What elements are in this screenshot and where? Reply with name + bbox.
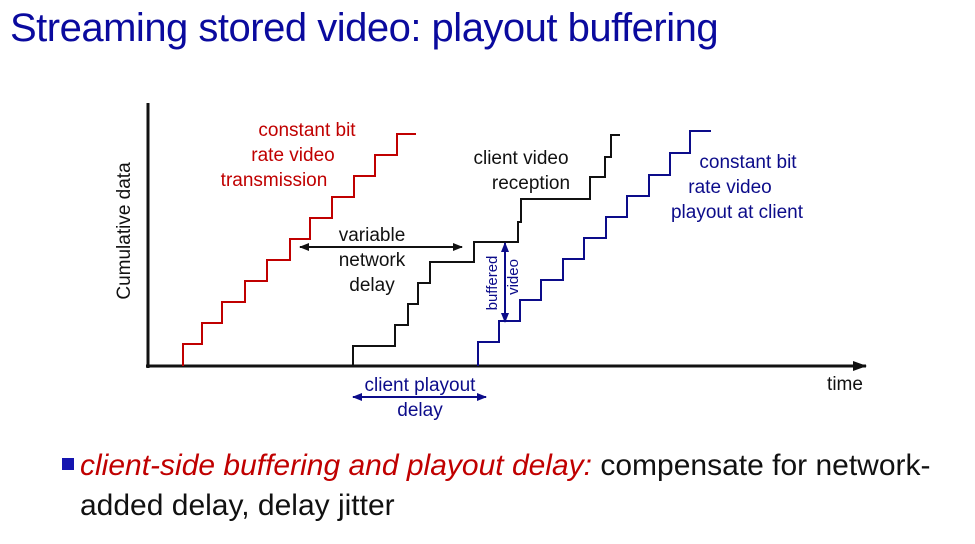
bullet-point: client-side buffering and playout delay:… — [60, 446, 960, 526]
playout-label-line-3: playout at client — [671, 202, 804, 223]
playout-label-line-2: rate video — [688, 177, 771, 198]
bullet-text: client-side buffering and playout delay:… — [80, 446, 960, 526]
buffered-label-line-1: buffered — [484, 256, 501, 311]
playout-delay-label-line-2: delay — [397, 400, 443, 421]
playout-label-line-1: constant bit — [699, 152, 797, 173]
playout-staircase — [477, 130, 711, 366]
bullet-body: compensate for network-added delay, dela… — [80, 449, 931, 522]
transmission-label-line-1: constant bit — [258, 120, 356, 141]
reception-staircase — [352, 134, 620, 366]
network-delay-label-line-1: variable — [339, 225, 406, 246]
transmission-label-line-2: rate video — [251, 145, 334, 166]
x-axis-label: time — [827, 374, 863, 395]
transmission-label-line-3: transmission — [221, 170, 328, 191]
y-axis-label: Cumulative data — [114, 162, 135, 300]
square-bullet-icon — [62, 458, 74, 470]
network-delay-label-line-3: delay — [349, 275, 395, 296]
slide-title: Streaming stored video: playout bufferin… — [10, 6, 719, 50]
reception-label-line-1: client video — [473, 148, 568, 169]
playout-delay-label-line-1: client playout — [365, 375, 477, 396]
transmission-staircase — [182, 133, 416, 366]
buffered-label-line-2: video — [505, 259, 522, 295]
reception-label-line-2: reception — [492, 173, 570, 194]
bullet-emphasis: client-side buffering and playout delay: — [80, 449, 592, 482]
network-delay-label-line-2: network — [339, 250, 406, 271]
